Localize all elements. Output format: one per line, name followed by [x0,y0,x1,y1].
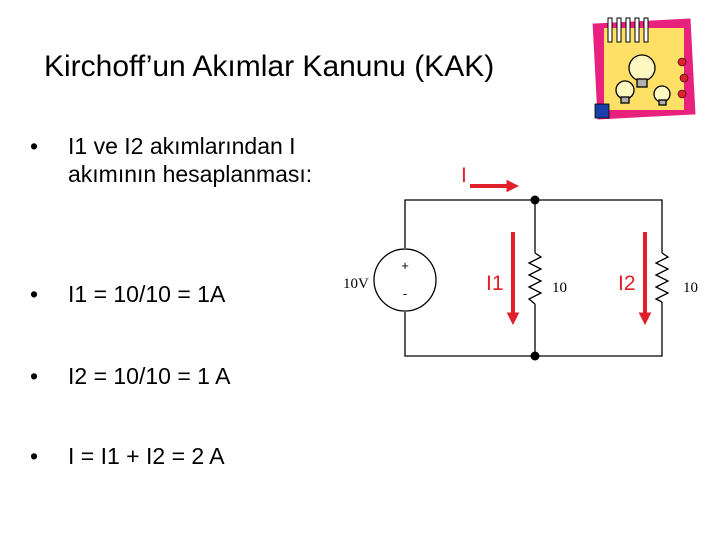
bullet-text: I = I1 + I2 = 2 A [68,443,225,469]
bullet-item: • I = I1 + I2 = 2 A [30,442,360,470]
bullet-marker: • [30,281,39,307]
lightbulb-clipart-icon [592,17,696,120]
resistor-1-symbol [527,252,543,305]
source-value-label: 10V [343,276,369,292]
bullet-marker: • [30,363,39,389]
junction-node-bottom [530,351,540,361]
bullet-text: I1 = 10/10 = 1A [68,281,226,307]
bullet-item: • I1 = 10/10 = 1A [30,280,360,308]
voltage-source-symbol [373,248,437,312]
source-plus-sign: + [401,258,409,273]
resistor-2-symbol [654,252,670,303]
current-2-label: I2 [618,272,636,295]
bullet-item: • I2 = 10/10 = 1 A [30,362,360,390]
resistor-2-value: 10 [683,280,698,296]
bullet-item: • I1 ve I2 akımlarından I akımının hesap… [30,132,360,188]
junction-node-top [530,195,540,205]
bullet-marker: • [30,443,39,469]
bullet-text: I2 = 10/10 = 1 A [68,363,231,389]
source-minus-sign: - [403,286,407,301]
slide-title: Kirchoff’un Akımlar Kanunu (KAK) [44,50,495,83]
bullet-marker: • [30,133,39,159]
current-1-label: I1 [486,272,504,295]
resistor-1-value: 10 [552,280,567,296]
bullet-text: I1 ve I2 akımlarından I akımının hesapla… [68,133,313,187]
current-total-label: I [461,164,467,187]
